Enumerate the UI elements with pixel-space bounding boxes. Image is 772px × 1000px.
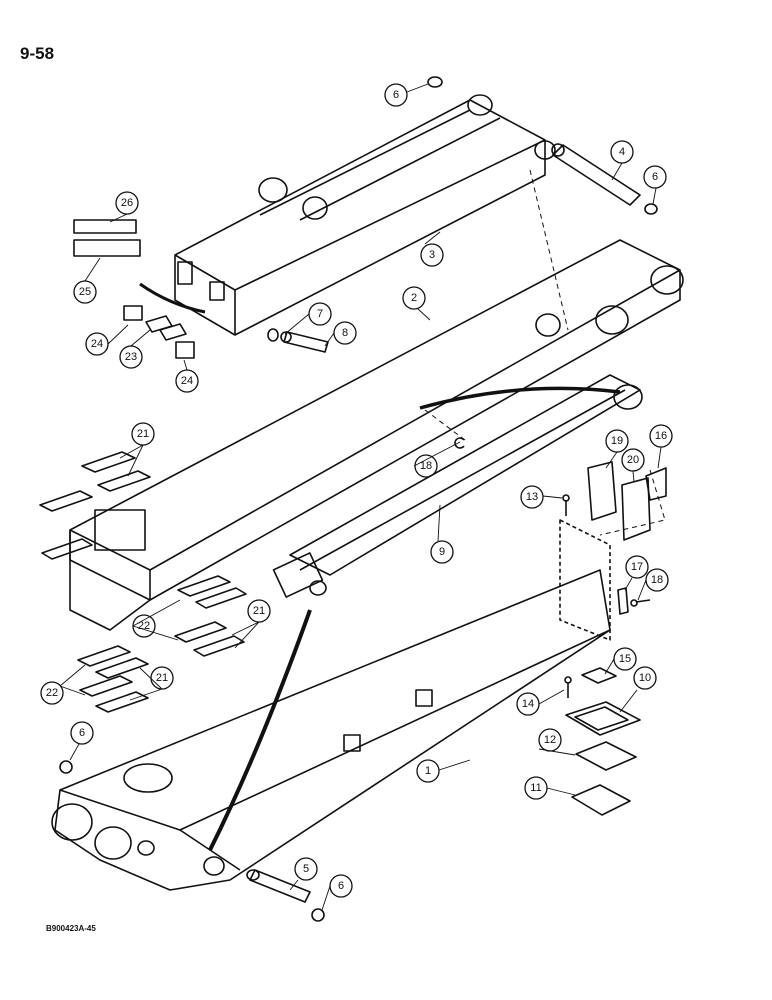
svg-text:1: 1 — [425, 765, 431, 777]
callout-11: 11 — [524, 776, 548, 800]
svg-text:26: 26 — [121, 197, 133, 209]
svg-text:21: 21 — [253, 605, 265, 617]
callout-19: 19 — [605, 429, 629, 453]
callout-16: 16 — [649, 424, 673, 448]
callout-25: 25 — [73, 280, 97, 304]
callout-18-a: 18 — [414, 454, 438, 478]
svg-text:12: 12 — [544, 734, 556, 746]
callout-23: 23 — [119, 345, 143, 369]
callout-1: 1 — [416, 759, 440, 783]
svg-text:10: 10 — [639, 672, 651, 684]
svg-text:24: 24 — [181, 375, 193, 387]
callout-2: 2 — [402, 286, 426, 310]
svg-text:19: 19 — [611, 435, 623, 447]
callout-24-b: 24 — [175, 369, 199, 393]
svg-text:16: 16 — [655, 430, 667, 442]
callout-20: 20 — [621, 448, 645, 472]
middle-boom-part-2 — [69, 239, 684, 631]
svg-text:22: 22 — [46, 687, 58, 699]
wear-pads — [39, 451, 247, 713]
callout-15: 15 — [613, 647, 637, 671]
svg-text:6: 6 — [652, 171, 658, 183]
callout-7: 8 — [333, 321, 357, 345]
callout-21-b: 21 — [247, 599, 271, 623]
svg-text:4: 4 — [619, 146, 625, 158]
callout-21-c: 21 — [150, 666, 174, 690]
svg-text:15: 15 — [619, 653, 631, 665]
svg-text:22: 22 — [138, 620, 150, 632]
svg-text:21: 21 — [156, 672, 168, 684]
svg-text:2: 2 — [411, 292, 417, 304]
lower-boom-part-1 — [51, 519, 611, 891]
callout-21-a: 21 — [131, 422, 155, 446]
callout-22-a: 22 — [132, 614, 156, 638]
svg-text:23: 23 — [125, 351, 137, 363]
cylinder-part-9 — [272, 374, 643, 598]
callout-9: 9 — [430, 540, 454, 564]
callout-10: 10 — [633, 666, 657, 690]
callout-22-b: 22 — [40, 681, 64, 705]
callout-12: 12 — [538, 728, 562, 752]
svg-text:3: 3 — [429, 249, 435, 261]
callout-6-b: 6 — [643, 165, 667, 189]
svg-text:9: 9 — [439, 546, 445, 558]
pin-part-5 — [246, 869, 311, 903]
figure-code: B900423A-45 — [46, 924, 96, 933]
svg-text:21: 21 — [137, 428, 149, 440]
callout-18-b: 18 — [645, 568, 669, 592]
svg-text:11: 11 — [530, 782, 541, 794]
svg-text:24: 24 — [91, 338, 103, 350]
callout-6-a: 6 — [384, 83, 408, 107]
svg-text:7: 7 — [317, 308, 323, 320]
callout-14: 14 — [516, 692, 540, 716]
callout-17: 17 — [625, 555, 649, 579]
callout-4: 4 — [610, 140, 634, 164]
callout-8: 7 — [308, 302, 332, 326]
svg-text:20: 20 — [627, 454, 639, 466]
pin-part-4 — [551, 143, 641, 206]
svg-text:18: 18 — [420, 460, 432, 472]
callout-24-a: 24 — [85, 332, 109, 356]
svg-text:17: 17 — [631, 561, 643, 573]
pin-part-7 — [280, 331, 329, 353]
upper-boom-part-3 — [174, 94, 556, 336]
callout-6-c: 6 — [70, 721, 94, 745]
callout-5: 5 — [294, 857, 318, 881]
svg-text:5: 5 — [303, 863, 309, 875]
callout-26: 26 — [115, 191, 139, 215]
callout-3: 3 — [420, 243, 444, 267]
svg-text:8: 8 — [342, 327, 348, 339]
callout-13: 13 — [520, 485, 544, 509]
svg-text:13: 13 — [526, 491, 538, 503]
callout-6-d: 6 — [329, 874, 353, 898]
svg-text:6: 6 — [79, 727, 85, 739]
svg-text:6: 6 — [393, 89, 399, 101]
svg-text:14: 14 — [522, 698, 534, 710]
svg-text:18: 18 — [651, 574, 663, 586]
svg-text:6: 6 — [338, 880, 344, 892]
svg-text:25: 25 — [79, 286, 91, 298]
page-number: 9-58 — [20, 44, 55, 63]
